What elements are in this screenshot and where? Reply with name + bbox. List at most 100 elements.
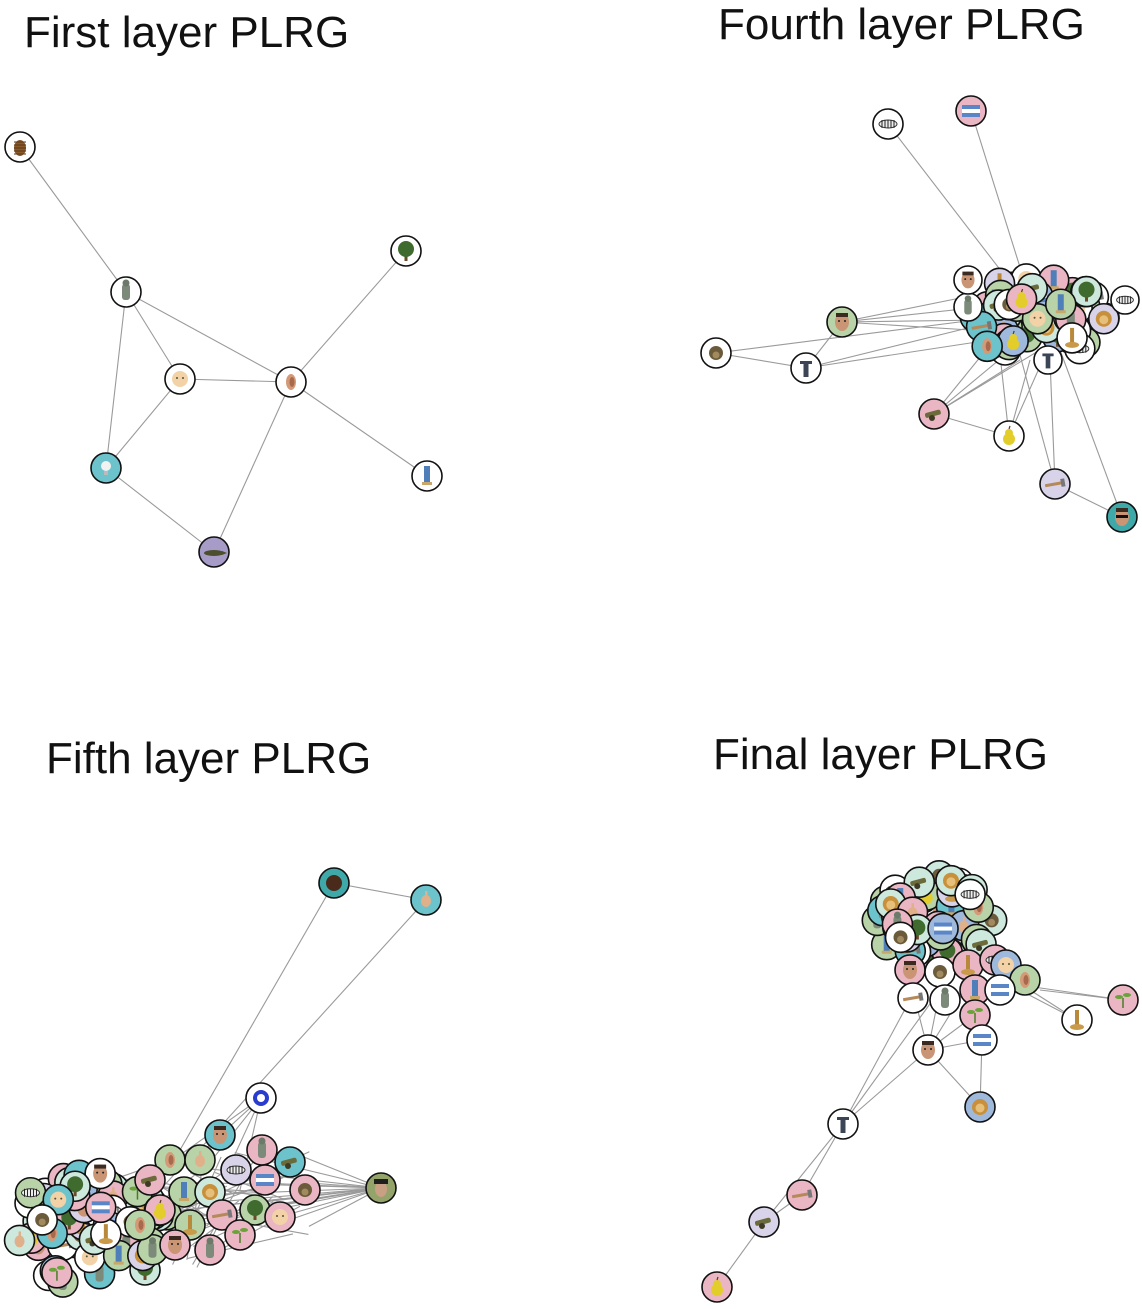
cluster-node	[929, 984, 961, 1016]
flag-icon	[256, 1174, 274, 1186]
tower-icon	[1048, 270, 1059, 290]
tree-icon	[67, 1176, 84, 1197]
baby-face-icon	[1029, 310, 1046, 327]
monkey-icon	[298, 1183, 312, 1197]
zebra-icon	[226, 1165, 246, 1175]
hand-icon	[195, 1151, 205, 1167]
lion-icon	[942, 872, 959, 889]
cluster-node	[927, 912, 959, 945]
baby-face-icon	[998, 957, 1014, 973]
graph-edge	[290, 381, 428, 477]
lion-icon	[972, 1099, 988, 1115]
cluster-node	[124, 1209, 156, 1241]
cluster-node	[239, 1194, 271, 1226]
node-bulb	[90, 452, 122, 484]
hand-icon	[421, 891, 431, 907]
crocodile-icon	[204, 550, 227, 556]
graph-edge	[290, 250, 407, 383]
tower-icon	[422, 466, 432, 485]
graph-edge	[105, 378, 181, 469]
graph-edge	[841, 294, 976, 323]
node-tree	[390, 235, 422, 267]
cluster-node	[14, 1176, 47, 1209]
node-flag	[955, 95, 987, 127]
cluster-node	[246, 1134, 278, 1166]
node-sprout	[1107, 984, 1139, 1016]
node-statue	[110, 276, 142, 308]
cluster-node	[1070, 275, 1103, 308]
graph-first-layer	[4, 131, 443, 568]
node-man	[912, 1034, 944, 1066]
hammer-icon	[791, 1189, 813, 1199]
cluster-node	[249, 1164, 281, 1196]
ear-icon	[286, 374, 296, 390]
face-icon	[961, 271, 975, 289]
node-tower	[411, 460, 443, 492]
cluster-node	[184, 1144, 216, 1176]
flag-icon	[991, 984, 1009, 996]
statue-icon	[206, 1237, 214, 1258]
cluster-node	[289, 1174, 321, 1206]
face-icon	[835, 313, 849, 331]
cluster-node	[206, 1199, 238, 1231]
edges-final-layer	[716, 984, 1124, 1288]
cluster-node	[971, 330, 1003, 363]
cluster-node	[884, 921, 917, 954]
statue-icon	[122, 279, 130, 300]
node-zebra	[872, 108, 904, 140]
statue-icon	[964, 295, 972, 315]
node-croc	[198, 536, 230, 568]
sunglasses-face-icon	[1115, 508, 1129, 526]
node-sunglasses	[1106, 501, 1138, 533]
cluster-node	[84, 1157, 116, 1190]
face-icon	[168, 1236, 182, 1254]
pear-icon	[1007, 330, 1020, 350]
graph-edge	[195, 1181, 382, 1189]
ear-icon	[165, 1152, 175, 1168]
cluster-node	[264, 1201, 296, 1233]
cluster-node	[997, 325, 1029, 357]
figure-icon	[837, 1117, 849, 1133]
tower-icon	[1055, 294, 1066, 314]
hand-icon	[14, 1231, 25, 1248]
statue-icon	[941, 987, 949, 1008]
panel-title-first-layer: First layer PLRG	[24, 8, 350, 57]
node-coconut	[318, 867, 350, 899]
baby-face-icon	[50, 1191, 67, 1208]
lightbulb-icon	[101, 461, 111, 475]
node-giraffe	[1061, 1004, 1093, 1036]
baby-face-icon	[172, 371, 188, 387]
graph-edge	[842, 1049, 929, 1125]
zebra-icon	[21, 1188, 41, 1198]
graph-edge	[213, 381, 292, 553]
cluster-node	[1005, 283, 1038, 315]
cluster-node	[90, 1218, 122, 1250]
monkey-icon	[933, 965, 947, 979]
node-monkey	[700, 337, 732, 369]
figure-icon	[800, 361, 812, 377]
giraffe-icon	[1065, 327, 1080, 348]
cluster-node	[924, 956, 956, 988]
graph-edge	[763, 1123, 844, 1223]
tower-icon	[113, 1245, 124, 1265]
graph-fifth-layer	[3, 867, 442, 1298]
cluster-node	[953, 265, 983, 295]
panel-title-final-layer: Final layer PLRG	[713, 730, 1049, 779]
graph-edge	[179, 882, 335, 1151]
flag-icon	[962, 105, 980, 117]
graph-edge	[189, 899, 427, 1161]
monkey-icon	[35, 1212, 50, 1227]
graph-fourth-layer	[700, 95, 1140, 533]
graph-edge	[179, 378, 292, 383]
flag-icon	[973, 1034, 991, 1046]
cannon-icon	[910, 877, 927, 890]
giraffe-icon	[1070, 1010, 1084, 1030]
lion-icon	[202, 1184, 218, 1200]
graph-edge	[125, 291, 181, 380]
node-badge	[245, 1082, 277, 1114]
lion-icon	[1095, 310, 1112, 327]
node-hammer	[1039, 468, 1071, 500]
node-flag	[966, 1024, 998, 1056]
sprout-icon	[48, 1265, 65, 1281]
cluster-node	[1056, 322, 1088, 354]
